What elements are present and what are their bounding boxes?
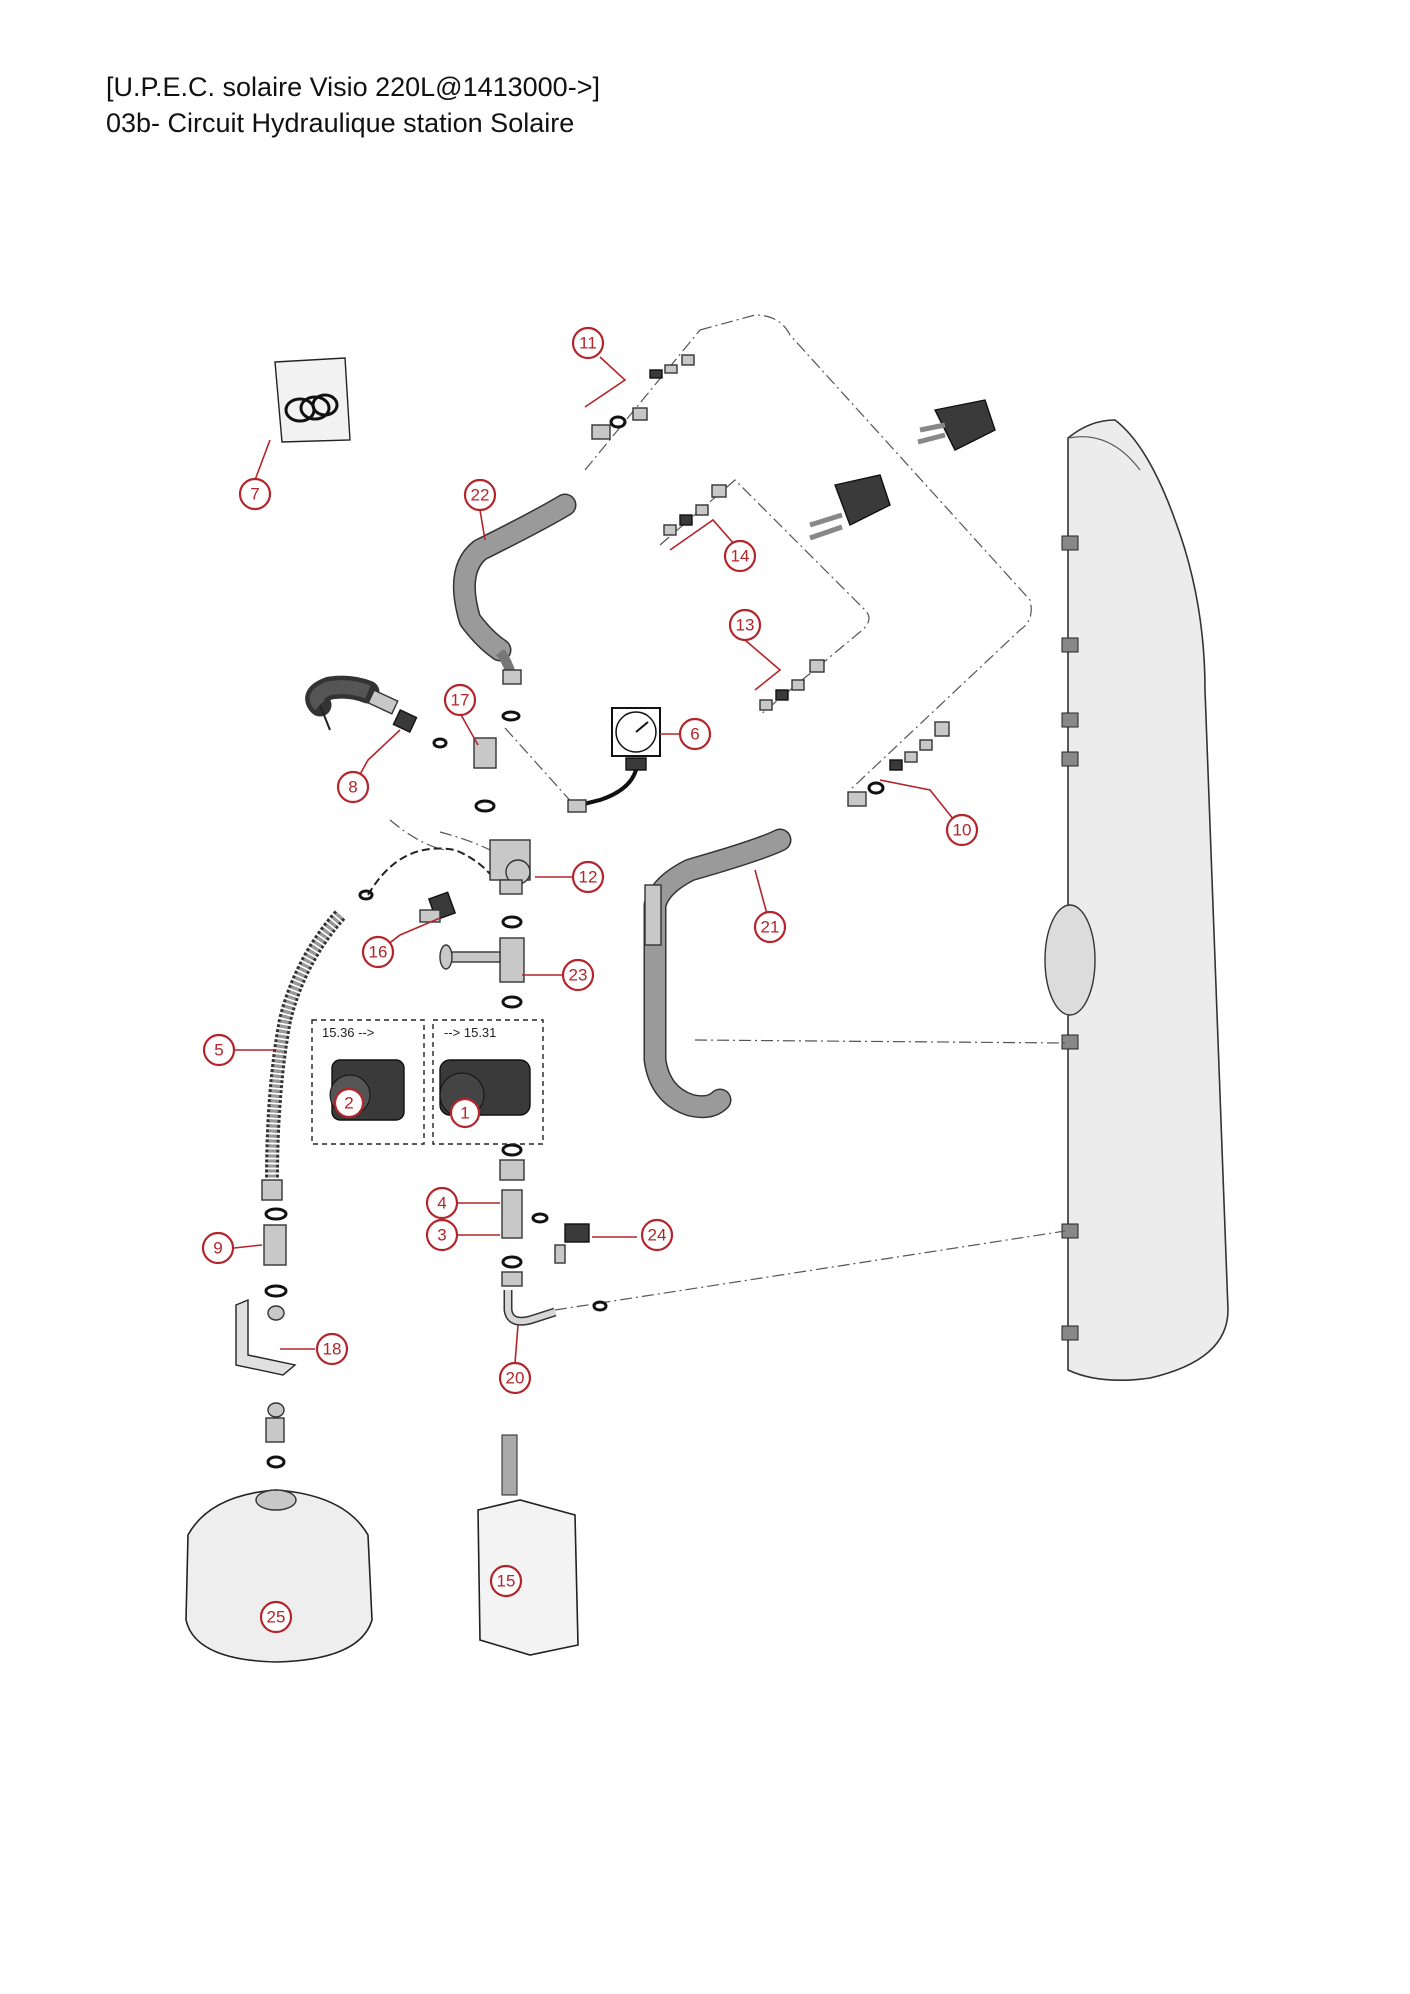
callout-6-label: 6: [690, 725, 699, 744]
pump-group-stack: [439, 669, 608, 1326]
callout-3: 3: [425, 1218, 459, 1252]
bracket-18: [235, 1298, 297, 1376]
callout-1: 1: [449, 1097, 481, 1129]
fitting-9: [263, 1224, 287, 1266]
callout-7: 7: [238, 477, 272, 511]
hose-22: [452, 493, 577, 681]
fitting-set-11: [591, 354, 695, 440]
pump-variant-box-left: 15.36 -->: [311, 1019, 425, 1145]
callout-9: 9: [201, 1231, 235, 1265]
callout-2: 2: [333, 1087, 365, 1119]
hose-8: [305, 675, 380, 731]
callout-15-label: 15: [497, 1572, 516, 1591]
callout-16-label: 16: [369, 943, 388, 962]
callout-1-label: 1: [460, 1104, 469, 1123]
callout-14-label: 14: [731, 547, 750, 566]
callout-20-label: 20: [506, 1369, 525, 1388]
valve-17-body: [473, 737, 497, 769]
tank-flange: [1044, 904, 1096, 1016]
callout-9-label: 9: [213, 1239, 222, 1258]
hose-21: [643, 828, 792, 1119]
solar-tank: [1044, 419, 1229, 1382]
drain-valve-24: [554, 1223, 590, 1264]
callout-11-label: 11: [579, 334, 597, 353]
pump-variant-right-label: --> 15.31: [444, 1025, 496, 1040]
callout-14: 14: [723, 539, 757, 573]
valve-16: [358, 889, 457, 923]
pump-variant-left-label: 15.36 -->: [322, 1025, 374, 1040]
callout-24: 24: [640, 1218, 674, 1252]
callout-12: 12: [571, 860, 605, 894]
callout-8-label: 8: [348, 778, 357, 797]
connection-lines: [389, 314, 1066, 1311]
callout-2-label: 2: [344, 1094, 353, 1113]
callout-8: 8: [336, 770, 370, 804]
callout-24-label: 24: [648, 1226, 667, 1245]
callout-6: 6: [678, 717, 712, 751]
header-title-line2: 03b- Circuit Hydraulique station Solaire: [106, 108, 575, 138]
manometer-6: [567, 707, 661, 813]
callout-15: 15: [489, 1564, 523, 1598]
fitting-8: [367, 689, 448, 749]
callout-16: 16: [361, 935, 395, 969]
valve-23-body: [499, 937, 525, 983]
callout-5-label: 5: [214, 1041, 223, 1060]
flex-hose-5: [265, 847, 496, 1181]
callout-21: 21: [753, 910, 787, 944]
callout-13: 13: [728, 608, 762, 642]
callout-23: 23: [561, 958, 595, 992]
callout-22-label: 22: [471, 486, 490, 505]
check-valve-3-4: [501, 1189, 523, 1239]
fluid-container-15: [477, 1434, 579, 1656]
callout-11: 11: [571, 326, 605, 360]
callout-10: 10: [945, 813, 979, 847]
callout-4: 4: [425, 1186, 459, 1220]
callout-20: 20: [498, 1361, 532, 1395]
pump-variant-box-right: --> 15.31: [432, 1019, 544, 1145]
header-title-line1: [U.P.E.C. solaire Visio 220L@1413000->]: [106, 72, 600, 102]
callout-18: 18: [315, 1332, 349, 1366]
expansion-connection-stack: [235, 1179, 297, 1469]
callout-7-label: 7: [250, 485, 259, 504]
fitting-set-13: [759, 659, 825, 711]
fitting-set-10: [847, 721, 950, 807]
callout-23-label: 23: [569, 966, 588, 985]
callout-13-label: 13: [736, 616, 755, 635]
callout-25-label: 25: [267, 1608, 286, 1627]
callout-25: 25: [259, 1600, 293, 1634]
callout-18-label: 18: [323, 1340, 342, 1359]
callout-21-label: 21: [761, 918, 780, 937]
callout-10-label: 10: [953, 821, 972, 840]
temperature-sensors: [809, 399, 996, 541]
callout-22: 22: [463, 478, 497, 512]
callout-3-label: 3: [437, 1226, 446, 1245]
callout-17-label: 17: [451, 691, 470, 710]
callout-17: 17: [443, 683, 477, 717]
expansion-vessel-25: [185, 1489, 373, 1663]
fitting-set-14: [663, 484, 727, 536]
callout-5: 5: [202, 1033, 236, 1067]
callout-4-label: 4: [437, 1194, 446, 1213]
callout-12-label: 12: [579, 868, 598, 887]
oring-kit-7: [274, 357, 351, 443]
